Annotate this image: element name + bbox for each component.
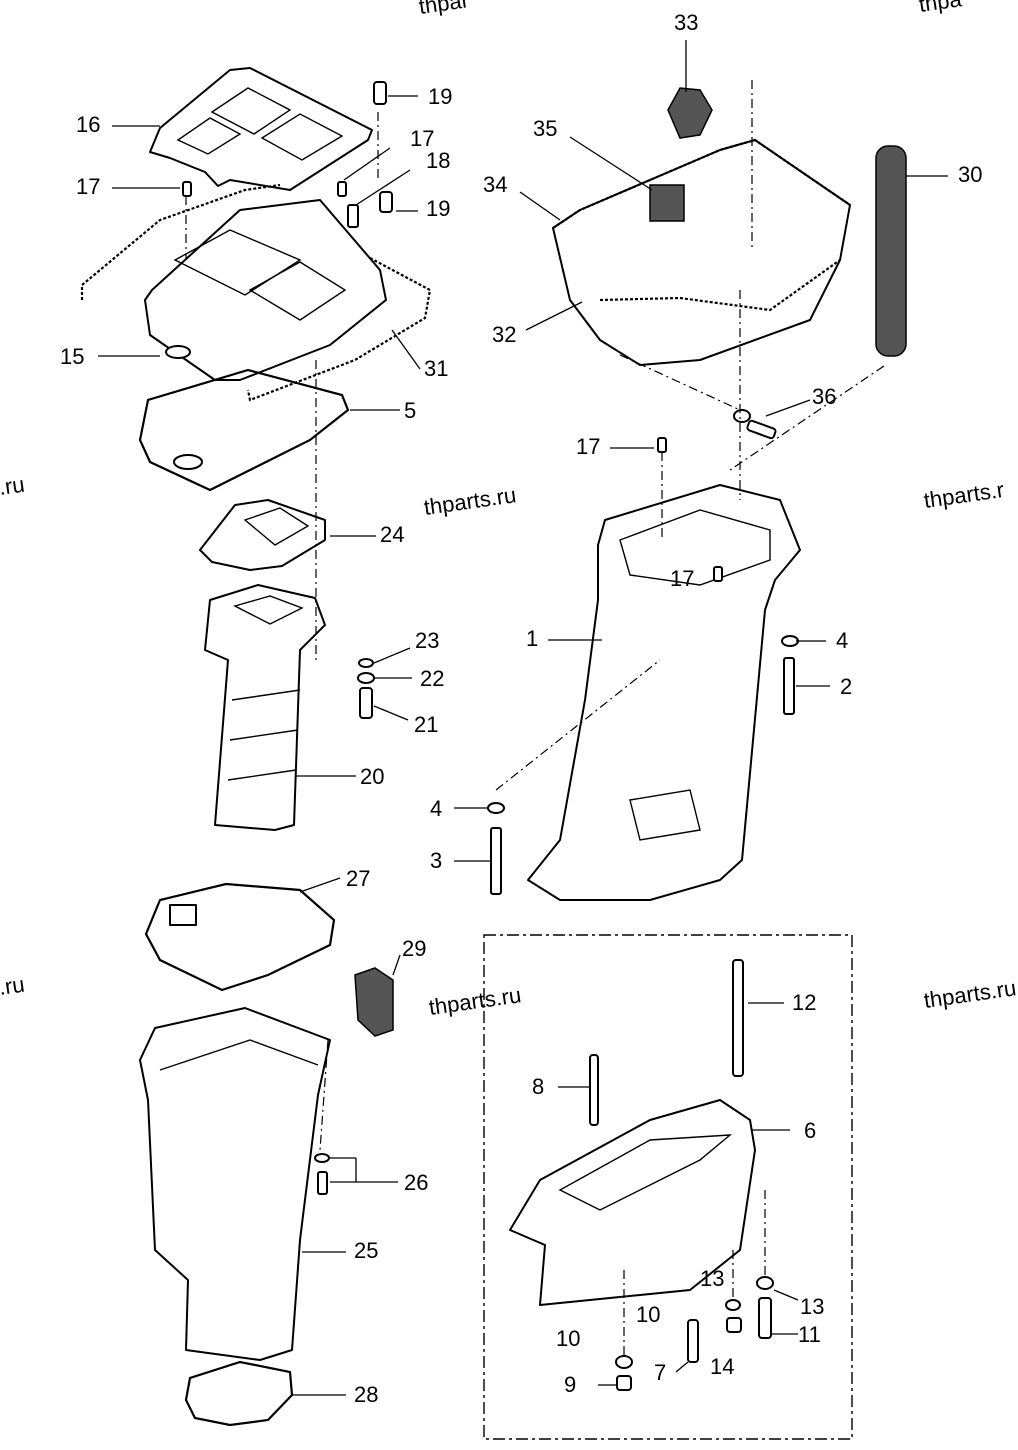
callout-11: 11	[798, 1322, 821, 1347]
part-16-upper-plate	[149, 67, 373, 191]
nut-9	[616, 1375, 632, 1391]
callout-13: 13	[800, 1294, 824, 1319]
bolt-3	[490, 827, 502, 895]
callout-18: 18	[426, 148, 450, 173]
part-1-driveshaft-housing	[527, 484, 801, 901]
callout-26: 26	[404, 1170, 428, 1195]
callout-16: 16	[76, 112, 100, 137]
callout-19: 19	[426, 196, 450, 221]
callout-24: 24	[380, 522, 404, 547]
watermark: thparts.ru	[427, 982, 523, 1020]
washer-13-left	[725, 1299, 741, 1311]
callout-15: 15	[60, 344, 84, 369]
bolt-7	[687, 1319, 699, 1363]
watermark: .ru	[0, 972, 26, 1000]
bolt-11	[758, 1297, 772, 1339]
bolt-21	[359, 687, 373, 719]
washer-23	[358, 658, 374, 668]
callout-10: 10	[556, 1326, 580, 1351]
part-25-lower-housing	[139, 1007, 331, 1361]
part-24-adapter-plate	[199, 499, 326, 571]
part-28-seal	[184, 1360, 294, 1427]
bolt-26	[317, 1171, 328, 1195]
dowel-17-right	[337, 181, 347, 197]
callout-17: 17	[576, 434, 600, 459]
callout-35: 35	[533, 116, 557, 141]
nut-14	[726, 1317, 742, 1333]
callout-27: 27	[346, 866, 370, 891]
watermark: thparts.r	[922, 477, 1005, 513]
callout-32: 32	[492, 322, 516, 347]
part-6-manifold	[509, 1099, 756, 1306]
callout-8: 8	[532, 1074, 544, 1099]
bolt-19	[379, 191, 393, 213]
callout-7: 7	[654, 1360, 666, 1385]
bolt-19-top	[373, 81, 418, 105]
part-29-bracket	[354, 967, 394, 1037]
callout-17: 17	[670, 566, 694, 591]
callout-6: 6	[804, 1118, 816, 1143]
stud-12	[732, 959, 744, 1077]
watermark: thparts.ru	[422, 482, 518, 520]
part-20-exhaust-tube	[204, 584, 326, 831]
callout-30: 30	[958, 162, 982, 187]
callout-28: 28	[354, 1382, 378, 1407]
callout-13: 13	[700, 1266, 724, 1291]
callout-2: 2	[840, 674, 852, 699]
callout-5: 5	[404, 398, 416, 423]
stud-8	[589, 1054, 599, 1126]
callout-20: 20	[360, 764, 384, 789]
callout-23: 23	[415, 628, 439, 653]
callout-10: 10	[636, 1302, 660, 1327]
washer-10	[615, 1355, 633, 1369]
callout-17: 17	[410, 126, 434, 151]
callout-1: 1	[526, 626, 538, 651]
washer-13-right	[756, 1276, 774, 1290]
washer-4-right	[781, 635, 799, 647]
part-27-gasket	[144, 882, 336, 992]
callout-31: 31	[424, 356, 448, 381]
callout-33: 33	[674, 10, 698, 35]
callout-19: 19	[428, 84, 452, 109]
washer-36	[733, 409, 751, 423]
dowel-17-housing-2	[713, 566, 723, 582]
part-5-gasket	[138, 368, 350, 492]
part-30-rubber-tube	[875, 145, 907, 357]
callout-29: 29	[402, 936, 426, 961]
callout-9: 9	[564, 1372, 576, 1397]
callout-22: 22	[420, 666, 444, 691]
bolt-18	[347, 204, 359, 228]
dowel-17-housing	[657, 437, 667, 453]
watermark: thparts.ru	[922, 975, 1018, 1013]
bolt-2	[783, 657, 795, 715]
callout-17: 17	[76, 174, 100, 199]
callout-21: 21	[414, 712, 438, 737]
watermark: .ru	[0, 472, 26, 500]
sub-assembly-frame	[483, 934, 853, 1440]
callout-36: 36	[812, 384, 836, 409]
dowel-17-left	[182, 181, 192, 197]
callout-34: 34	[483, 172, 507, 197]
washer-4-left	[487, 802, 505, 814]
bolt-36	[746, 419, 777, 440]
part-32-bottom-cowl	[552, 138, 851, 366]
watermark: thpa	[917, 0, 964, 17]
callout-12: 12	[792, 990, 816, 1015]
callout-3: 3	[430, 848, 442, 873]
callout-14: 14	[710, 1354, 734, 1379]
washer-26	[314, 1153, 330, 1163]
part-15-mount-plate	[144, 199, 387, 381]
part-35-pad	[649, 184, 685, 222]
washer-22	[357, 672, 375, 684]
part-33-grommet	[667, 87, 713, 139]
watermark: thpar	[417, 0, 470, 19]
callout-25: 25	[354, 1238, 378, 1263]
callout-4: 4	[836, 628, 848, 653]
callout-4: 4	[430, 796, 442, 821]
